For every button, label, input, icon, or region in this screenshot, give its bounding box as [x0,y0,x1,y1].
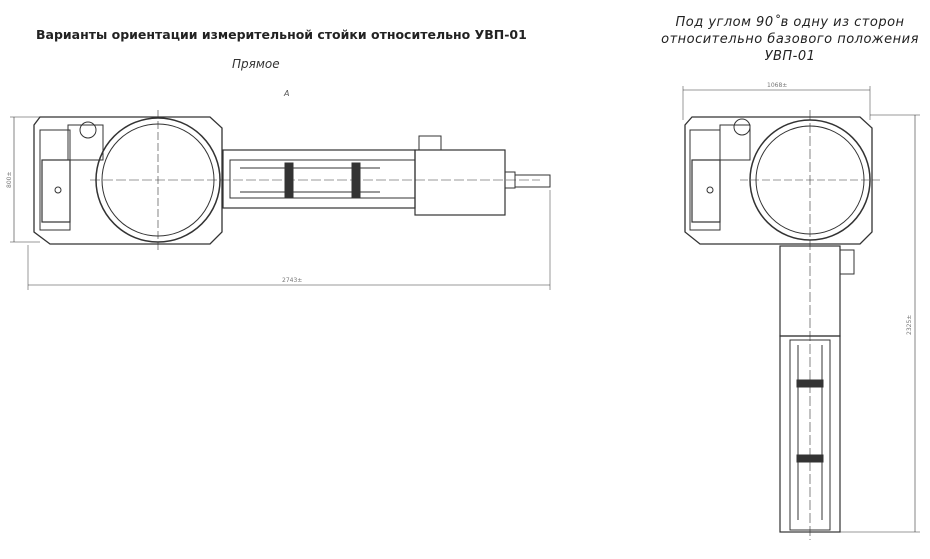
drawing-title: Варианты ориентации измерительной стойки… [36,27,527,42]
rotated-view [682,86,920,540]
dim-length: 2743± [282,277,302,284]
dim-height: 800± [6,172,13,188]
dim-width: 1068± [767,82,787,89]
straight-view [10,110,551,290]
view-caption-rotated: Под углом 90˚в одну из сторон относитель… [661,15,919,64]
dim-height-rotated: 2325± [906,315,913,335]
view-caption-straight: Прямое [232,57,280,71]
view-mark: A [284,89,290,98]
